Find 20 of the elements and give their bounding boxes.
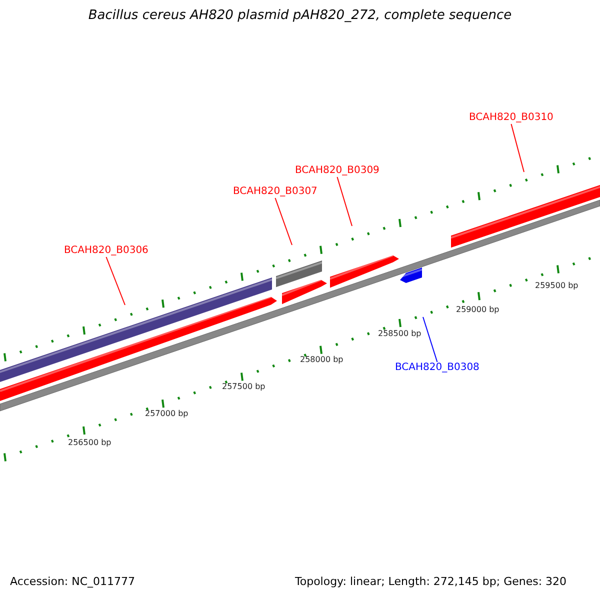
gene-label: BCAH820_B0309 [295, 165, 380, 177]
position-label: 258000 bp [300, 355, 344, 365]
position-label: 257000 bp [145, 409, 188, 419]
gene-label: BCAH820_B0310 [469, 112, 554, 124]
accession-text: Accession: NC_011777 [10, 576, 136, 588]
leader-line [422, 316, 438, 362]
position-label: 257500 bp [222, 382, 266, 392]
position-label: 259000 bp [456, 305, 500, 315]
gene-label: BCAH820_B0308 [395, 362, 480, 374]
position-label: 256500 bp [68, 438, 112, 448]
position-label: 259500 bp [535, 281, 578, 291]
leader-line [274, 198, 292, 246]
leader-line [336, 176, 352, 226]
position-label: 258500 bp [378, 329, 422, 339]
leader-line [510, 124, 524, 172]
title: Bacillus cereus AH820 plasmid pAH820_272, complete sequence [87, 10, 513, 22]
summary-text: Topology: linear; Length: 272,145 bp; Genes: 320 [295, 576, 567, 588]
gene-label: BCAH820_B0307 [233, 186, 318, 198]
gene-label: BCAH820_B0306 [64, 245, 148, 257]
leader-line [106, 256, 126, 306]
